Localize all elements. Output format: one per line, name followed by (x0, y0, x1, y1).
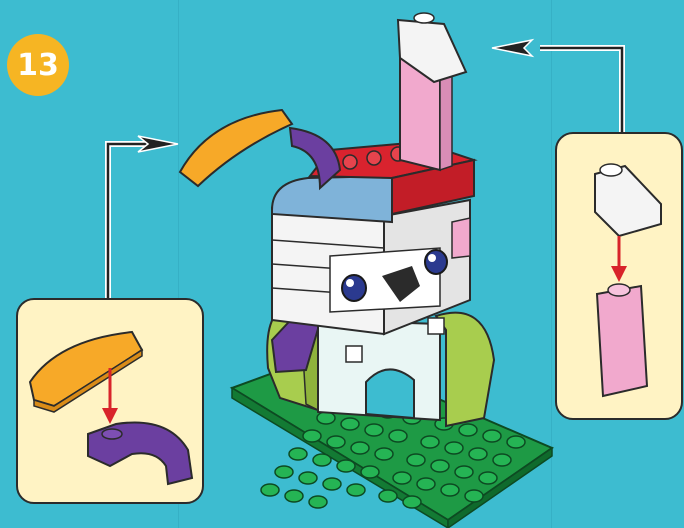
plate-stud (507, 436, 525, 448)
plate-stud (351, 442, 369, 454)
plate-stud (299, 472, 317, 484)
plate-stud (459, 424, 477, 436)
right-callout-panel (555, 132, 683, 420)
left-callout-panel (16, 298, 204, 504)
plate-stud (375, 448, 393, 460)
plate-stud (261, 484, 279, 496)
orange-slope-brick (30, 332, 142, 406)
down-arrow-icon (611, 266, 627, 282)
plate-stud (479, 472, 497, 484)
plate-stud (465, 490, 483, 502)
plate-stud (289, 448, 307, 460)
plate-stud (389, 430, 407, 442)
down-arrow-icon (102, 408, 118, 424)
plate-stud (407, 454, 425, 466)
plate-stud (313, 454, 331, 466)
plate-stud (455, 466, 473, 478)
plate-stud (303, 430, 321, 442)
plate-stud (441, 484, 459, 496)
pink-tall-brick (597, 286, 647, 396)
plate-stud (421, 436, 439, 448)
plate-stud (309, 496, 327, 508)
plate-stud (275, 466, 293, 478)
plate-stud (469, 448, 487, 460)
plate-stud (323, 478, 341, 490)
plate-stud (493, 454, 511, 466)
plate-stud (285, 490, 303, 502)
plate-stud (379, 490, 397, 502)
plate-stud (483, 430, 501, 442)
plate-stud (393, 472, 411, 484)
plate-stud (337, 460, 355, 472)
plate-stud (417, 478, 435, 490)
plate-stud (327, 436, 345, 448)
plate-stud (347, 484, 365, 496)
plate-stud (403, 496, 421, 508)
plate-stud (431, 460, 449, 472)
plate-stud (361, 466, 379, 478)
white-slope-brick (595, 166, 661, 236)
plate-stud (445, 442, 463, 454)
plate-stud (365, 424, 383, 436)
plate-stud (341, 418, 359, 430)
